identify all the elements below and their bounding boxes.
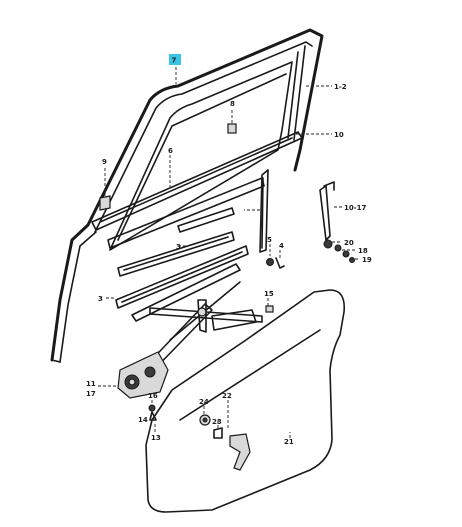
callout-1-2: 1-2: [334, 83, 347, 91]
callout-23: 23: [212, 418, 222, 426]
regulator-gear: [117, 351, 169, 399]
callout-11: 11: [86, 380, 96, 388]
fasteners: [148, 257, 285, 471]
callout-3-lower: 3: [98, 295, 103, 303]
leader-lines: [98, 62, 360, 438]
callout-20: 20: [344, 239, 354, 247]
callout-6-upper: 6: [168, 147, 173, 155]
clip-8: [227, 110, 237, 134]
callout-17: 17: [86, 390, 96, 398]
inner-weatherstrip: [107, 177, 265, 249]
callout-9: 9: [102, 158, 107, 166]
clip-9: [99, 168, 111, 211]
rear-guide-channel: [259, 169, 269, 253]
callout-14: 14: [138, 416, 148, 424]
door-glass: [109, 61, 293, 251]
glass-guide-strip: [177, 207, 235, 233]
front-run-channel: [50, 223, 97, 363]
window-frame: [86, 28, 324, 233]
callout-5: 5: [267, 236, 272, 244]
callout-10: 10: [334, 131, 344, 139]
sash-channel-upper: [117, 231, 235, 277]
callout-4: 4: [279, 242, 284, 250]
callout-24: 24: [199, 398, 209, 406]
callout-8: 8: [230, 100, 235, 108]
sash-channel-lower: [115, 245, 249, 309]
callout-22: 22: [222, 392, 232, 400]
callout-7: 7: [172, 57, 177, 65]
callout-7-highlight: [169, 54, 181, 65]
window-regulator: [131, 263, 263, 379]
callout-13: 13: [151, 434, 161, 442]
callout-21: 21: [284, 438, 294, 446]
callout-19: 19: [362, 256, 372, 264]
callout-18: 18: [358, 247, 368, 255]
callout-labels: 7 1-2 8 10 9 6 10-17 5 4 20 18 19 3 3 15…: [86, 57, 372, 447]
rear-bracket: [319, 181, 355, 263]
belt-moulding: [91, 131, 303, 231]
callout-15: 15: [264, 290, 274, 298]
callout-16: 16: [148, 392, 158, 400]
callout-3-upper: 3: [176, 243, 181, 251]
callout-10-17: 10-17: [344, 204, 367, 212]
door-trim-panel: [145, 289, 346, 513]
